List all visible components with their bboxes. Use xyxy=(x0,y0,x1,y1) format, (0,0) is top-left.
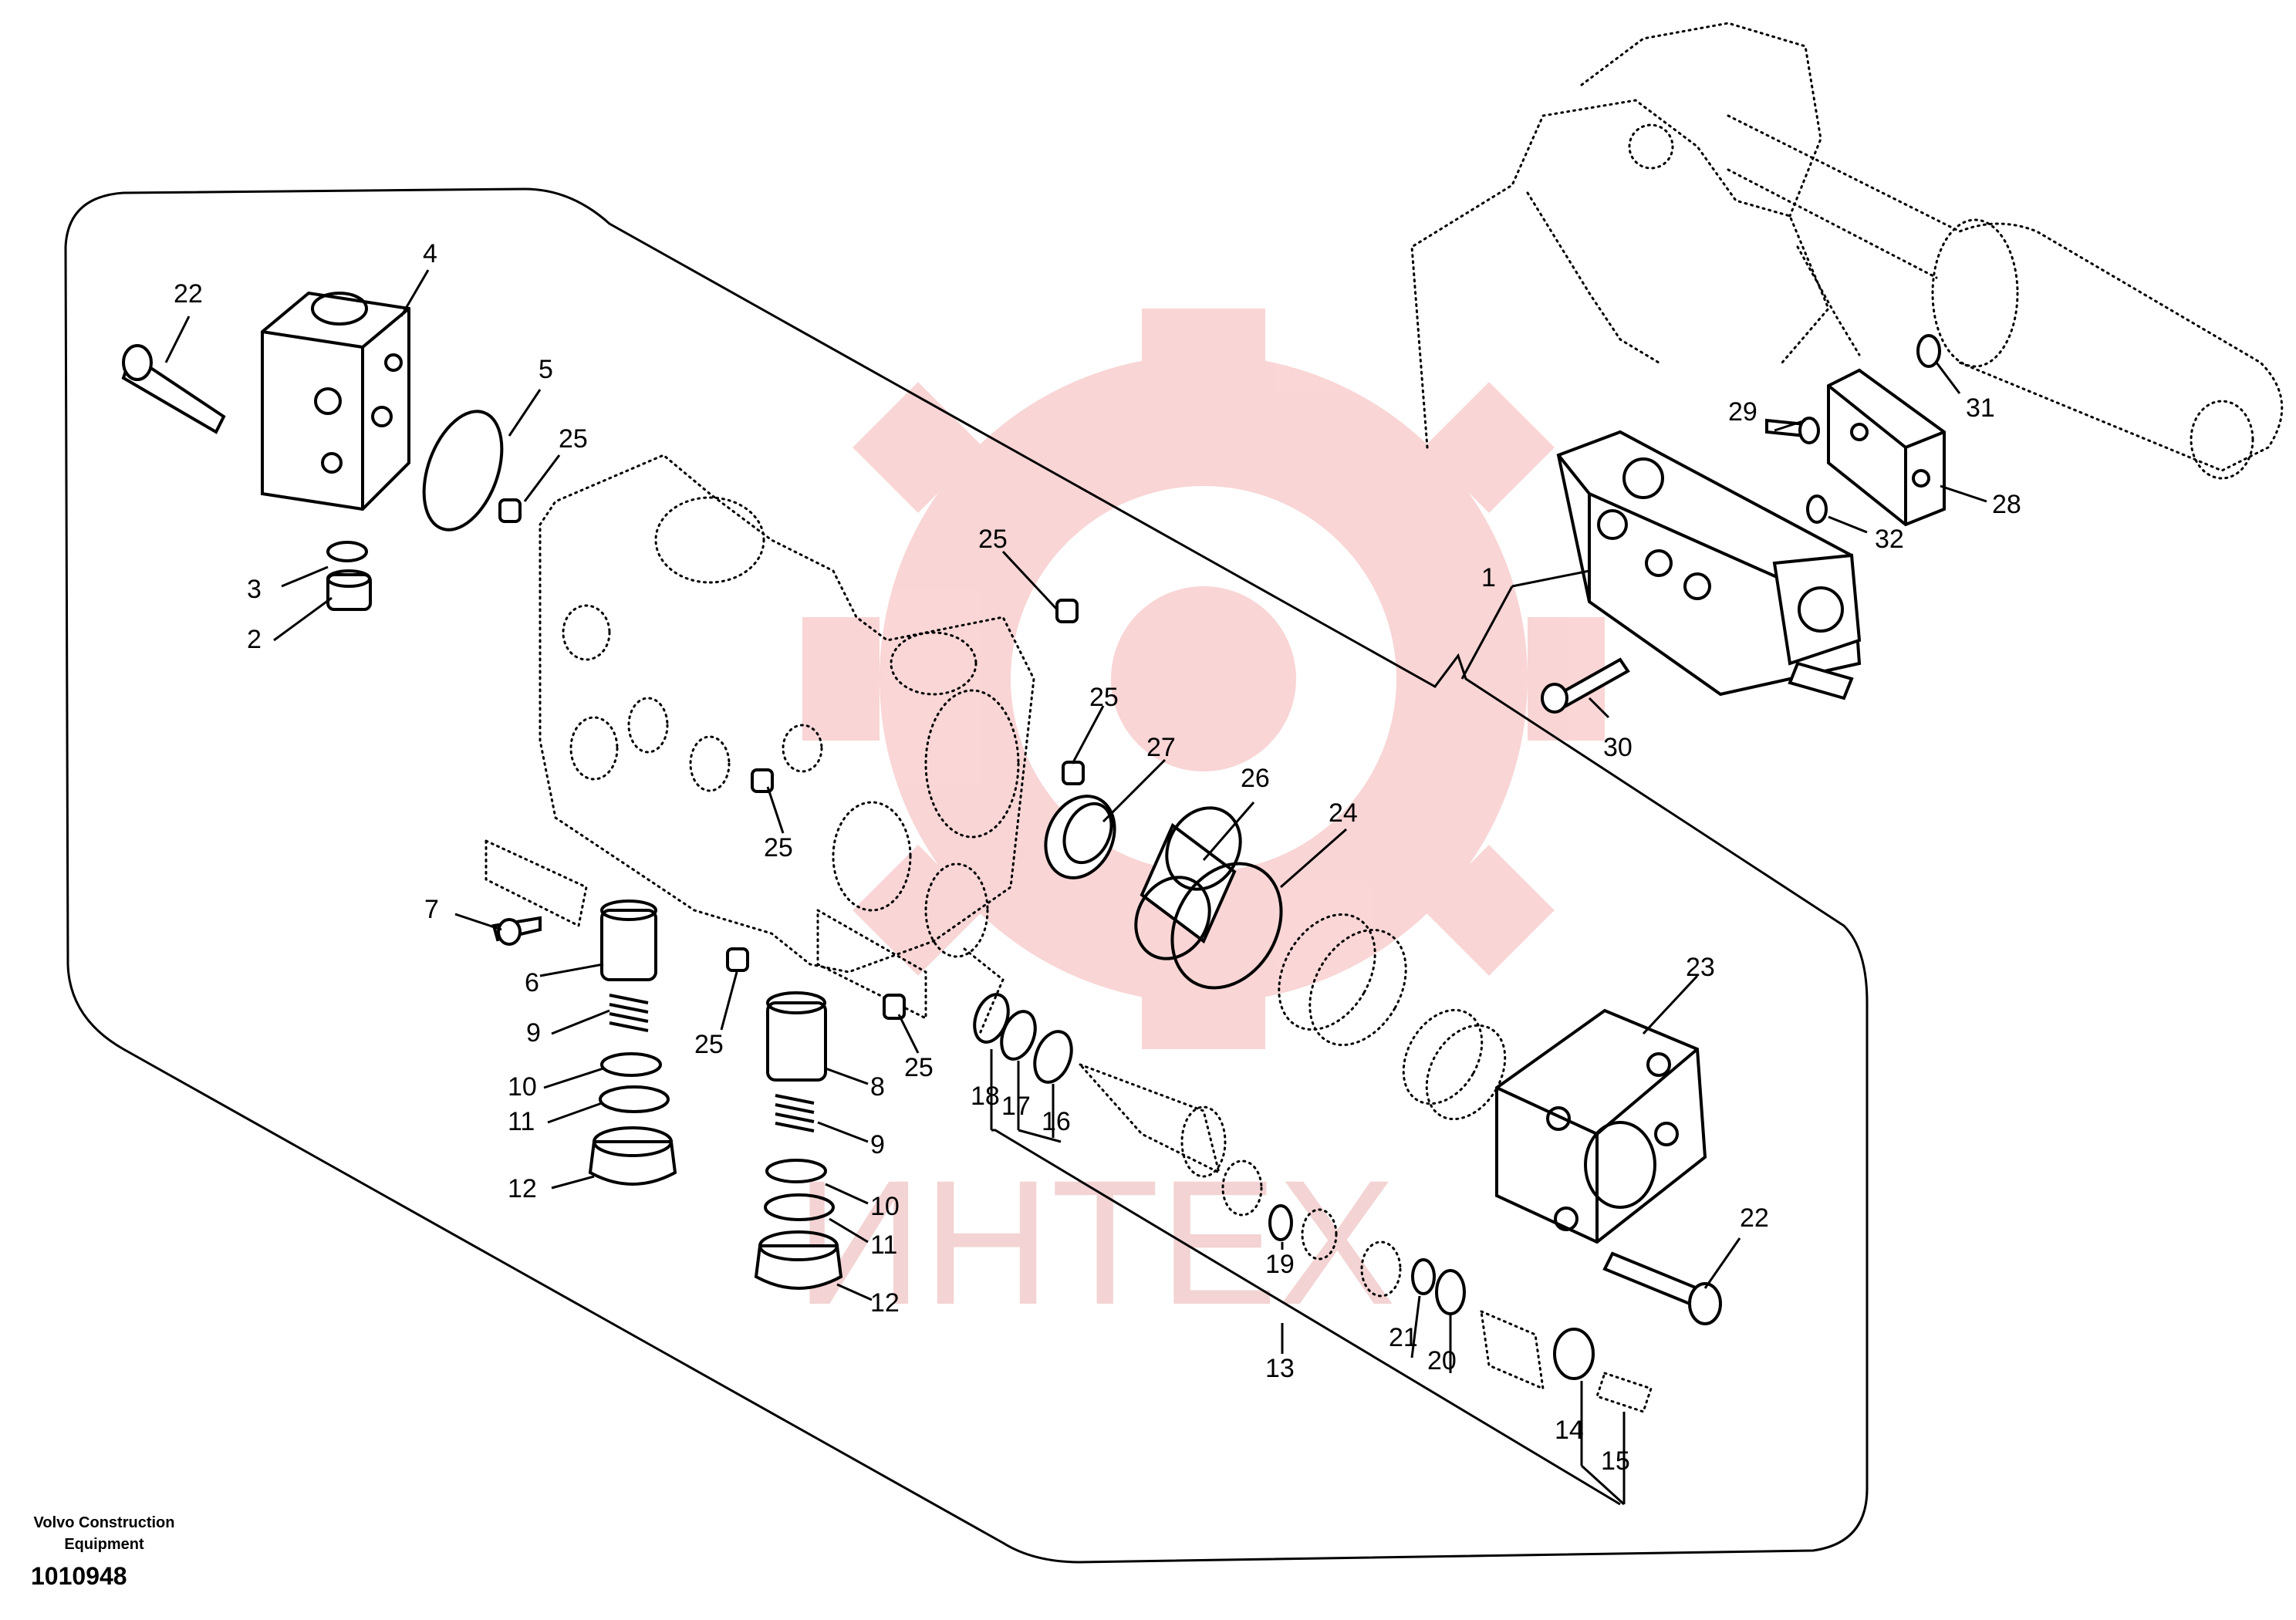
part-3-washer xyxy=(326,541,368,562)
part-25-plug-e xyxy=(726,947,749,972)
watermark-gear-logo xyxy=(802,309,1605,1049)
callout-25-bottom-left: 25 xyxy=(694,1030,724,1059)
part-25-plug-f xyxy=(883,994,906,1020)
part-9-spring-middle xyxy=(775,1094,815,1132)
callout-27: 27 xyxy=(1146,733,1176,762)
part-24-o-ring xyxy=(1170,862,1283,990)
callout-28: 28 xyxy=(1992,490,2021,519)
part-11-ring-middle xyxy=(764,1193,835,1221)
watermark-text: ИНТЕХ xyxy=(795,1143,1396,1342)
manufacturer-caption: Volvo Construction Equipment xyxy=(33,1514,175,1553)
callout-12-middle: 12 xyxy=(870,1288,900,1318)
part-6-piston xyxy=(600,899,657,981)
callout-30: 30 xyxy=(1603,733,1633,762)
part-25-plug-c xyxy=(1062,761,1085,785)
part-27-sleeve xyxy=(1044,795,1116,879)
callout-25-center-left: 25 xyxy=(764,833,793,862)
callout-19: 19 xyxy=(1265,1250,1295,1279)
part-4-cover-block xyxy=(261,291,410,511)
callout-4: 4 xyxy=(423,239,437,268)
part-12-plug-left xyxy=(588,1126,677,1186)
spool-body xyxy=(1079,1063,1227,1178)
callout-16: 16 xyxy=(1042,1107,1071,1136)
part-20-21-seals xyxy=(1411,1258,1466,1315)
callout-8: 8 xyxy=(870,1072,885,1102)
exploded-view-frame xyxy=(64,187,1869,1564)
part-22-bolt-right xyxy=(1602,1251,1722,1325)
part-25-plug-a xyxy=(498,498,522,523)
part-31-o-ring xyxy=(1916,334,1941,368)
part-9-spring-left xyxy=(609,994,649,1032)
callout-10-middle: 10 xyxy=(870,1192,900,1221)
part-26-sleeve xyxy=(1134,806,1242,960)
callout-26: 26 xyxy=(1241,764,1270,793)
part-1-valve-assembly xyxy=(1556,430,1862,700)
part-23-end-cover xyxy=(1495,1008,1707,1244)
callout-18: 18 xyxy=(971,1082,1000,1111)
callout-2: 2 xyxy=(247,625,262,654)
part-5-o-ring xyxy=(422,410,504,532)
callout-15: 15 xyxy=(1601,1446,1630,1476)
callout-10-left: 10 xyxy=(508,1072,537,1102)
callout-11-left: 11 xyxy=(508,1107,535,1136)
callout-12-left: 12 xyxy=(508,1174,537,1203)
part-16-18-seals xyxy=(973,993,1073,1084)
callout-labels: 22 4 5 25 3 2 25 25 27 26 24 25 25 25 7 … xyxy=(174,239,2021,1476)
leader-lines xyxy=(164,269,1987,1506)
part-12-plug-middle xyxy=(754,1230,843,1290)
callout-22-left: 22 xyxy=(174,279,203,309)
part-11-ring-left xyxy=(599,1085,670,1113)
part-15-pin xyxy=(1595,1372,1653,1413)
callout-5: 5 xyxy=(539,355,553,384)
part-22-bolt-left xyxy=(121,344,226,434)
callout-24: 24 xyxy=(1329,798,1358,828)
callout-25-center-top: 25 xyxy=(978,525,1008,554)
valve-body-housing xyxy=(485,454,1035,1035)
callout-3: 3 xyxy=(247,575,262,604)
callout-1: 1 xyxy=(1481,563,1496,592)
callout-11-middle: 11 xyxy=(870,1230,897,1260)
callout-17: 17 xyxy=(1001,1092,1031,1121)
callout-25-bottom-right: 25 xyxy=(904,1053,934,1082)
callout-31: 31 xyxy=(1966,393,1995,423)
part-10-ring-middle xyxy=(765,1159,827,1183)
callout-9-left: 9 xyxy=(526,1018,541,1048)
callout-13: 13 xyxy=(1265,1354,1295,1383)
part-8-piston xyxy=(766,991,827,1082)
boom-assembly-outline xyxy=(1410,22,2284,480)
part-25-plug-d xyxy=(751,768,774,793)
callout-25-center-right: 25 xyxy=(1089,683,1119,712)
callout-14: 14 xyxy=(1555,1416,1584,1445)
part-32-o-ring xyxy=(1806,494,1828,524)
part-19-parts xyxy=(1221,1159,1402,1298)
drawing-number: 1010948 xyxy=(31,1562,127,1590)
callout-21: 21 xyxy=(1389,1323,1418,1352)
part-7-screw xyxy=(491,916,542,946)
callout-20: 20 xyxy=(1427,1346,1457,1375)
callout-9-middle: 9 xyxy=(870,1130,885,1159)
part-30-bolt xyxy=(1541,657,1630,714)
part-2-plug xyxy=(326,569,372,611)
callout-32: 32 xyxy=(1875,525,1904,554)
callout-29: 29 xyxy=(1728,397,1757,427)
spring-large xyxy=(1278,913,1407,1047)
part-14-nut xyxy=(1480,1309,1595,1391)
callout-23: 23 xyxy=(1686,953,1715,982)
callout-25-top: 25 xyxy=(559,424,588,454)
part-28-block xyxy=(1827,368,1946,527)
callout-7: 7 xyxy=(424,895,439,924)
callout-6: 6 xyxy=(525,968,539,997)
part-25-plug-b xyxy=(1055,599,1079,623)
part-10-ring-left xyxy=(600,1052,662,1077)
callout-22-right: 22 xyxy=(1740,1203,1769,1233)
